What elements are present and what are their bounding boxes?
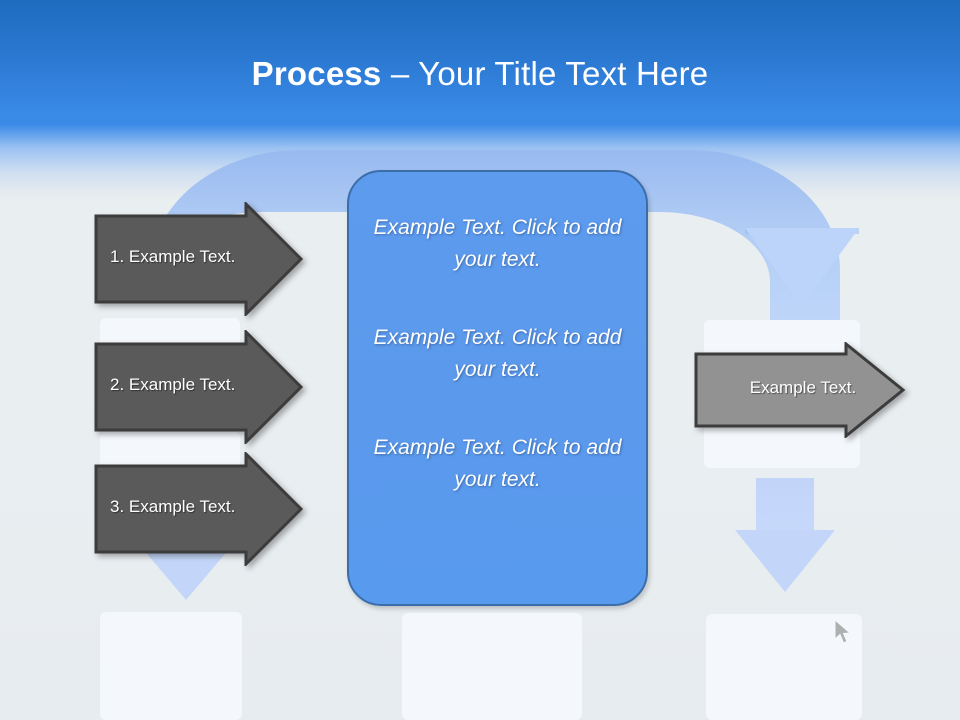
right-arrow-shape-icon xyxy=(94,452,304,566)
background-panel-right-2 xyxy=(706,614,862,720)
curved-arrow-head-icon xyxy=(745,228,859,306)
slide-title-rest: – Your Title Text Here xyxy=(381,55,709,92)
process-step-arrow-3[interactable]: 3. Example Text. xyxy=(94,452,304,566)
process-step-arrow-1[interactable]: 1. Example Text. xyxy=(94,202,304,316)
decor-down-arrow-right-icon xyxy=(735,530,835,592)
process-step-arrow-2[interactable]: 2. Example Text. xyxy=(94,330,304,444)
background-panel-center xyxy=(402,613,582,720)
mouse-pointer-icon xyxy=(835,620,852,644)
decor-down-arrow-right-shaft xyxy=(756,478,814,532)
slide-title: Process – Your Title Text Here xyxy=(0,52,960,96)
slide-title-strong: Process xyxy=(251,55,382,92)
right-arrow-shape-icon xyxy=(94,330,304,444)
decor-down-arrow-left-icon xyxy=(142,548,230,600)
right-arrow-shape-icon xyxy=(694,342,906,438)
center-box-paragraph-2: Example Text. Click to add your text. xyxy=(373,326,622,381)
process-output-arrow[interactable]: Example Text. xyxy=(694,342,906,438)
center-box-paragraph-1: Example Text. Click to add your text. xyxy=(373,216,622,271)
center-content-box[interactable]: Example Text. Click to add your text. Ex… xyxy=(347,170,648,606)
center-box-paragraph-3: Example Text. Click to add your text. xyxy=(373,436,622,491)
right-arrow-shape-icon xyxy=(94,202,304,316)
background-panel-left-3 xyxy=(100,612,242,720)
